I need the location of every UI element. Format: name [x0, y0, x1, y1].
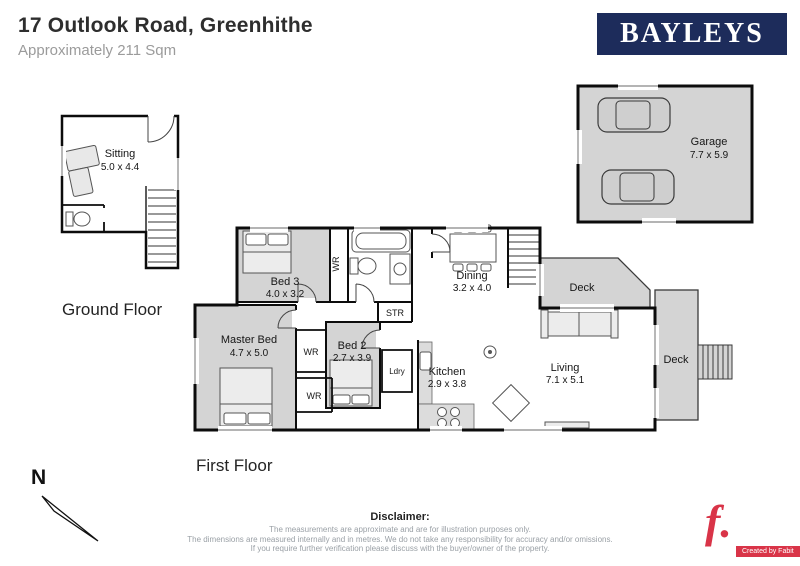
- garage-label: Garage: [691, 136, 728, 148]
- stove-icon: [437, 407, 460, 428]
- bed-icon: [329, 359, 373, 407]
- door-arc-icon: [147, 115, 451, 349]
- storage-label: STR: [386, 308, 405, 318]
- living-dims: 7.1 x 5.1: [546, 375, 585, 386]
- bed-icon: [219, 367, 273, 427]
- window-icon: [58, 82, 676, 434]
- car-icon: [601, 169, 675, 205]
- toilet-icon: [349, 257, 377, 275]
- bayleys-logo: BAYLEYS: [597, 13, 787, 55]
- first-floor-label: First Floor: [196, 456, 273, 475]
- outdoor-stairs: [697, 344, 733, 380]
- sofa-icon: [64, 144, 100, 197]
- disclaimer-heading: Disclaimer:: [370, 511, 430, 523]
- laundry-label: Ldry: [389, 367, 405, 376]
- garage-dims: 7.7 x 5.9: [690, 150, 729, 161]
- master-bed-label: Master Bed: [221, 334, 277, 346]
- car-icon: [597, 97, 671, 133]
- plant-icon: [483, 345, 497, 359]
- master-bed-dims: 4.7 x 5.0: [230, 348, 269, 359]
- page-subtitle: Approximately 211 Sqm: [18, 42, 177, 59]
- stairs-icon: [508, 234, 540, 285]
- deck-upper-label: Deck: [569, 282, 595, 294]
- toilet-icon: [65, 211, 91, 227]
- sofa-icon: [540, 309, 619, 339]
- bathtub-icon: [351, 229, 411, 253]
- vanity-icon: [389, 253, 411, 285]
- dining-table-icon: [449, 224, 497, 272]
- bed3-dims: 4.0 x 3.2: [266, 289, 305, 300]
- disclaimer-line: If you require further verification plea…: [250, 544, 550, 553]
- disclaimer-block: Disclaimer: The measurements are approxi…: [0, 511, 800, 554]
- outdoor-stairs-treads-icon: [702, 345, 729, 379]
- tv-unit-icon: [544, 421, 590, 429]
- room-labels: Sitting 5.0 x 4.4 Garage 7.7 x 5.9 Bed 3…: [101, 136, 729, 401]
- living-label: Living: [551, 362, 580, 374]
- dining-dims: 3.2 x 4.0: [453, 283, 492, 294]
- deck-upper: [539, 257, 651, 309]
- north-label: N: [31, 466, 47, 489]
- bayleys-logo-text: BAYLEYS: [620, 18, 764, 49]
- stairs-icon: [145, 186, 176, 263]
- north-arrow-icon: [41, 495, 99, 542]
- dining-label: Dining: [456, 270, 487, 282]
- fabit-credit-badge: Created by Fabit: [736, 546, 800, 557]
- page-title: 17 Outlook Road, Greenhithe: [18, 14, 313, 37]
- sitting-label: Sitting: [105, 148, 136, 160]
- deck-side-label: Deck: [663, 354, 689, 366]
- coffee-table-icon: [491, 383, 531, 423]
- wall-openings: [58, 82, 676, 434]
- disclaimer-line: The dimensions are measured internally a…: [187, 534, 613, 544]
- bed-icon: [242, 230, 292, 274]
- bed3-label: Bed 3: [271, 276, 300, 288]
- fabit-logo: f.: [705, 496, 732, 547]
- kitchen-dims: 2.9 x 3.8: [428, 379, 467, 390]
- sink-icon: [419, 351, 432, 371]
- bed2-label: Bed 2: [338, 340, 367, 352]
- wardrobe-hall-label: WR: [307, 391, 322, 401]
- kitchen-label: Kitchen: [429, 366, 466, 378]
- ground-floor-label: Ground Floor: [62, 300, 163, 319]
- wardrobe-bed3-label: WR: [331, 256, 341, 271]
- wardrobe-master-label: WR: [304, 347, 319, 357]
- disclaimer-line: The measurements are approximate and are…: [269, 525, 531, 534]
- sitting-dims: 5.0 x 4.4: [101, 162, 140, 173]
- bed2-dims: 2.7 x 3.9: [333, 353, 372, 364]
